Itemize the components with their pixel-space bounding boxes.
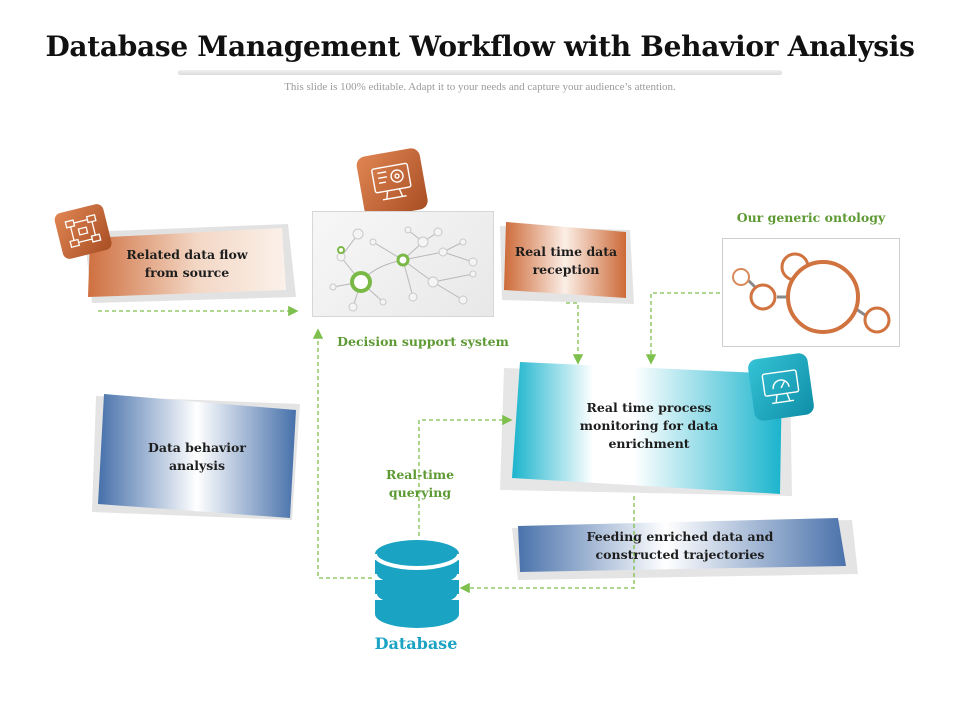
feeding-card [512, 518, 858, 580]
page-title: Database Management Workflow with Behavi… [45, 30, 915, 63]
real-time-reception-label: Real time data reception [514, 244, 618, 277]
related-data-flow-label: Related data flow from source [126, 247, 248, 280]
related-data-flow-card [84, 224, 296, 303]
monitor-settings-icon [356, 148, 428, 218]
database-icon [373, 540, 461, 628]
title-divider [178, 70, 782, 75]
decision-support-network-image [312, 211, 494, 317]
monitoring-label: Real time process monitoring for data en… [579, 400, 719, 451]
page-subtitle: This slide is 100% editable. Adapt it to… [284, 81, 676, 93]
ontology-label: Our generic ontology [736, 210, 886, 225]
ontology-diagram [722, 238, 900, 347]
connectors [98, 292, 720, 594]
data-behavior-card [92, 394, 300, 520]
real-time-reception-card [500, 222, 634, 304]
data-behavior-label: Data behavior analysis [148, 440, 246, 473]
network-nodes-icon [54, 204, 112, 259]
feeding-label: Feeding enriched data and constructed tr… [586, 529, 774, 562]
monitoring-card [500, 362, 792, 496]
decision-support-label: Decision support system [337, 334, 509, 349]
database-label: Database [374, 634, 458, 653]
monitor-dashboard-icon [748, 353, 814, 421]
real-time-querying-label: Real-time querying [385, 467, 455, 500]
